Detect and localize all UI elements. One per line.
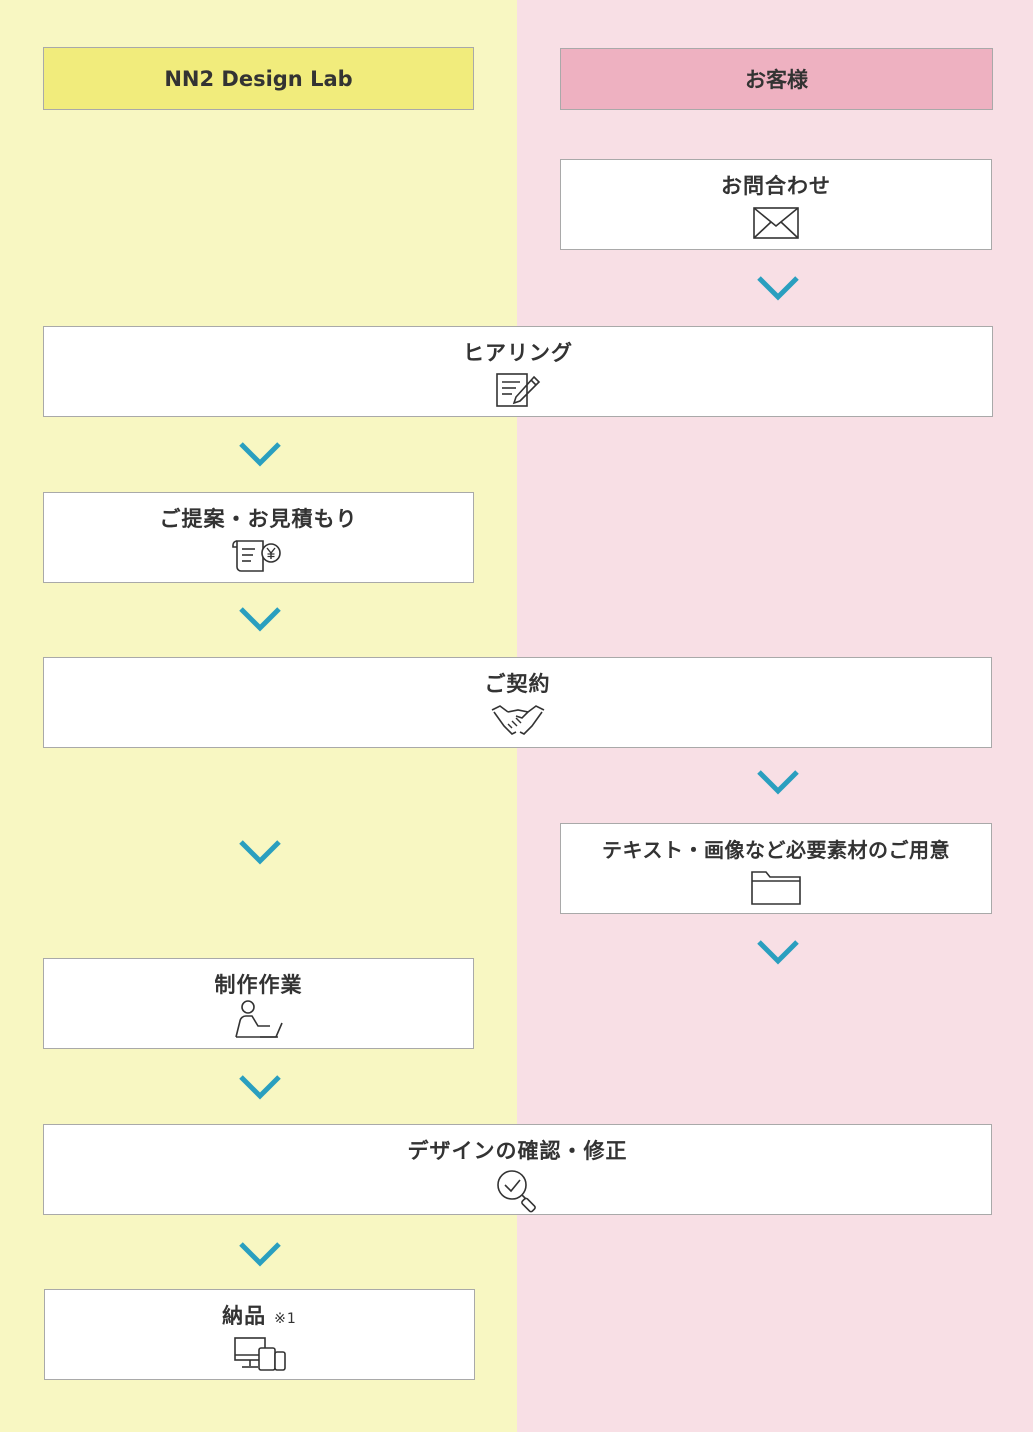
- arrow-down-icon: [757, 276, 799, 301]
- step-hearing: ヒアリング: [43, 326, 993, 417]
- step-contract: ご契約: [43, 657, 992, 748]
- step-inquiry: お問合わせ: [560, 159, 992, 250]
- step-review-label: デザインの確認・修正: [407, 1139, 628, 1163]
- step-proposal-label: ご提案・お見積もり: [159, 507, 358, 531]
- company-header-label: NN2 Design Lab: [164, 66, 353, 91]
- invoice-yen-icon: [231, 540, 281, 572]
- arrow-down-icon: [239, 607, 281, 632]
- step-contract-label: ご契約: [484, 672, 551, 696]
- step-delivery-title: 納品 ※1: [45, 1300, 474, 1330]
- arrow-down-icon: [757, 770, 799, 795]
- arrow-down-icon: [239, 840, 281, 865]
- customer-header-label: お客様: [745, 68, 808, 92]
- arrow-down-icon: [757, 940, 799, 965]
- delivery-footnote-marker: ※1: [274, 1311, 297, 1327]
- document-edit-icon: [496, 373, 541, 407]
- step-production: 制作作業: [43, 958, 474, 1049]
- customer-header: お客様: [560, 48, 993, 110]
- arrow-down-icon: [239, 442, 281, 467]
- person-laptop-icon: [234, 1000, 283, 1038]
- step-hearing-label: ヒアリング: [463, 341, 573, 365]
- folder-icon: [751, 871, 801, 905]
- step-materials: テキスト・画像など必要素材のご用意: [560, 823, 992, 914]
- handshake-icon: [491, 705, 544, 735]
- company-header: NN2 Design Lab: [43, 47, 474, 110]
- magnifier-check-icon: [496, 1170, 536, 1213]
- envelope-icon: [753, 207, 799, 239]
- step-review: デザインの確認・修正: [43, 1124, 992, 1215]
- step-materials-label: テキスト・画像など必要素材のご用意: [602, 838, 950, 862]
- step-production-label: 制作作業: [214, 973, 303, 997]
- step-proposal: ご提案・お見積もり: [43, 492, 474, 583]
- step-delivery-label: 納品: [222, 1304, 267, 1328]
- step-inquiry-label: お問合わせ: [721, 174, 831, 198]
- step-delivery: 納品 ※1: [44, 1289, 475, 1380]
- devices-icon: [233, 1337, 286, 1371]
- arrow-down-icon: [239, 1242, 281, 1267]
- arrow-down-icon: [239, 1075, 281, 1100]
